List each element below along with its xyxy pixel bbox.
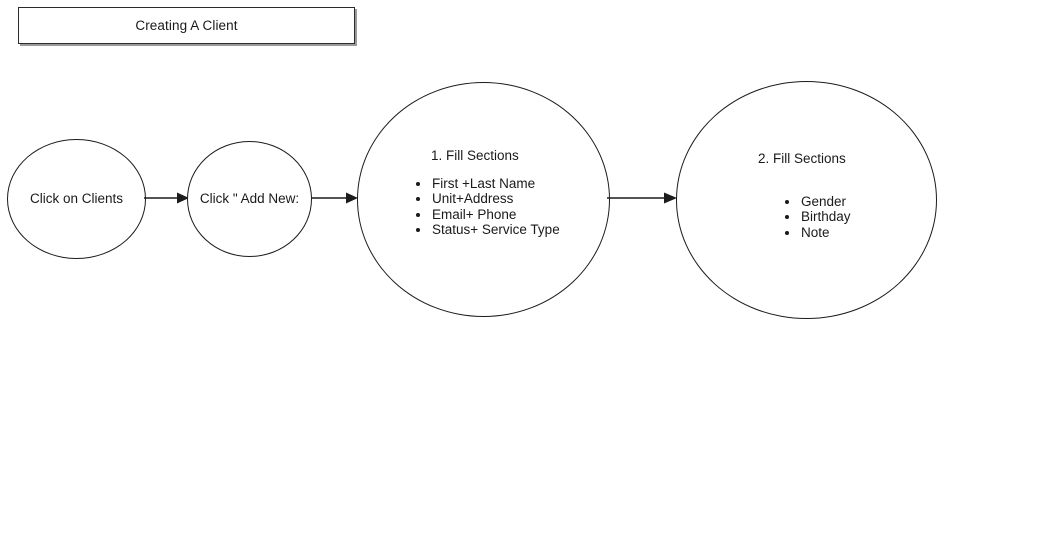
diagram-title-box: Creating A Client xyxy=(18,7,355,44)
arrow-fill-sections-1-to-2 xyxy=(607,191,678,205)
node-content: 1. Fill Sections First +Last Name Unit+A… xyxy=(358,83,609,316)
node-heading: 2. Fill Sections xyxy=(758,151,846,166)
list-item: First +Last Name xyxy=(414,176,560,191)
list-item: Unit+Address xyxy=(414,191,560,206)
list-item: Gender xyxy=(783,194,851,209)
arrow-icon xyxy=(607,192,677,204)
node-label: Click " Add New: xyxy=(199,190,300,206)
node-heading: 1. Fill Sections xyxy=(431,148,519,163)
node-fill-sections-1[interactable]: 1. Fill Sections First +Last Name Unit+A… xyxy=(357,82,610,317)
node-content: 2. Fill Sections Gender Birthday Note xyxy=(677,82,936,318)
arrow-icon xyxy=(311,192,358,204)
list-item: Birthday xyxy=(783,209,851,224)
node-click-add-new[interactable]: Click " Add New: xyxy=(187,141,312,257)
list-item: Note xyxy=(783,225,851,240)
node-click-on-clients[interactable]: Click on Clients xyxy=(7,139,146,259)
node-label: Click on Clients xyxy=(29,190,124,206)
node-bullet-list: First +Last Name Unit+Address Email+ Pho… xyxy=(414,176,560,238)
node-bullet-list: Gender Birthday Note xyxy=(783,194,851,240)
list-item: Status+ Service Type xyxy=(414,222,560,237)
arrow-add-new-to-fill-sections-1 xyxy=(311,191,359,205)
node-fill-sections-2[interactable]: 2. Fill Sections Gender Birthday Note xyxy=(676,81,937,319)
arrow-icon xyxy=(144,192,189,204)
arrow-clients-to-add-new xyxy=(144,191,190,205)
list-item: Email+ Phone xyxy=(414,207,560,222)
diagram-title-label: Creating A Client xyxy=(135,17,238,33)
